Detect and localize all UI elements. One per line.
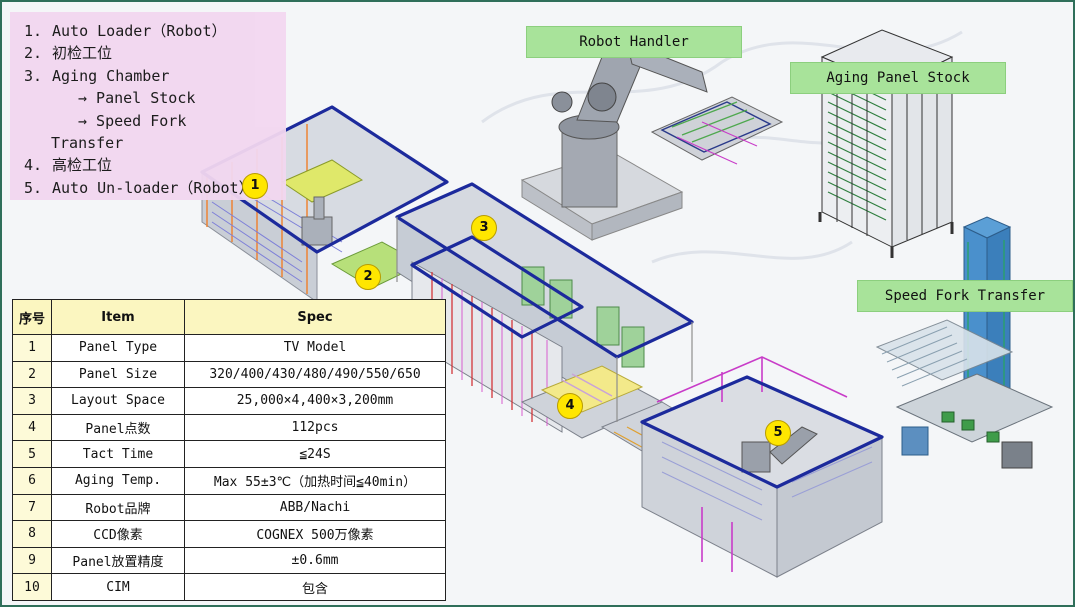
cell-no: 2	[12, 360, 52, 389]
cell-item: Panel Type	[51, 334, 185, 362]
label-robot-handler: Robot Handler	[526, 26, 742, 58]
legend-subitem-speed-fork: → Speed Fork	[78, 111, 187, 130]
cell-spec: ABB/Nachi	[184, 493, 446, 522]
cell-item: Panel Size	[51, 360, 185, 389]
spec-table-header-row: 序号 Item Spec	[12, 299, 446, 335]
production-line-icon	[200, 105, 884, 578]
cell-spec: 包含	[184, 573, 446, 601]
header-spec: Spec	[184, 299, 446, 335]
cell-spec: 25,000×4,400×3,200mm	[184, 387, 446, 415]
legend-item-aging-chamber: 3.Aging Chamber	[24, 66, 170, 85]
marker-5: 5	[765, 420, 791, 446]
header-no: 序号	[12, 299, 52, 335]
cell-spec: COGNEX 500万像素	[184, 520, 446, 548]
cell-no: 7	[12, 493, 52, 522]
cell-no: 1	[12, 334, 52, 362]
marker-2: 2	[355, 264, 381, 290]
cell-no: 3	[12, 387, 52, 415]
cell-no: 10	[12, 573, 52, 601]
legend-item-auto-loader: 1.Auto Loader（Robot）	[24, 22, 227, 40]
cell-spec: 112pcs	[184, 413, 446, 442]
cell-no: 9	[12, 546, 52, 575]
cell-item: CCD像素	[51, 520, 185, 548]
cell-no: 4	[12, 413, 52, 442]
cell-item: Layout Space	[51, 387, 185, 415]
robot-arm-icon	[520, 41, 784, 241]
cell-spec: ≦24S	[184, 440, 446, 468]
cell-item: Tact Time	[51, 440, 185, 468]
legend-item-final-inspection: 4.高检工位	[24, 156, 113, 175]
cell-no: 6	[12, 466, 52, 495]
legend-panel: 1.Auto Loader（Robot） 2.初检工位 3.Aging Cham…	[10, 12, 286, 200]
cell-spec: TV Model	[184, 334, 446, 362]
cell-item: Aging Temp.	[51, 466, 185, 495]
marker-4: 4	[557, 393, 583, 419]
label-speed-fork-transfer: Speed Fork Transfer	[857, 280, 1073, 312]
cell-item: Robot品牌	[51, 493, 185, 522]
marker-1: 1	[242, 173, 268, 199]
fork-tower-icon	[875, 216, 1054, 469]
cell-spec: 320/400/430/480/490/550/650	[184, 360, 446, 389]
cell-no: 8	[12, 520, 52, 548]
cell-item: Panel点数	[51, 413, 185, 442]
legend-item-initial-inspection: 2.初检工位	[24, 44, 113, 63]
legend-subitem-transfer: Transfer	[51, 134, 124, 153]
legend-subitem-panel-stock: → Panel Stock	[78, 89, 196, 108]
cell-spec: ±0.6mm	[184, 546, 446, 575]
marker-3: 3	[471, 215, 497, 241]
cell-item: Panel放置精度	[51, 546, 185, 575]
header-item: Item	[51, 299, 185, 335]
legend-item-auto-unloader: 5.Auto Un-loader（Robot）	[24, 178, 254, 197]
cell-item: CIM	[51, 573, 185, 601]
label-aging-panel-stock: Aging Panel Stock	[790, 62, 1006, 94]
cell-no: 5	[12, 440, 52, 468]
cell-spec: Max 55±3℃（加热时间≦40min）	[184, 466, 446, 495]
legend-list: 1.Auto Loader（Robot） 2.初检工位 3.Aging Cham…	[24, 20, 254, 199]
